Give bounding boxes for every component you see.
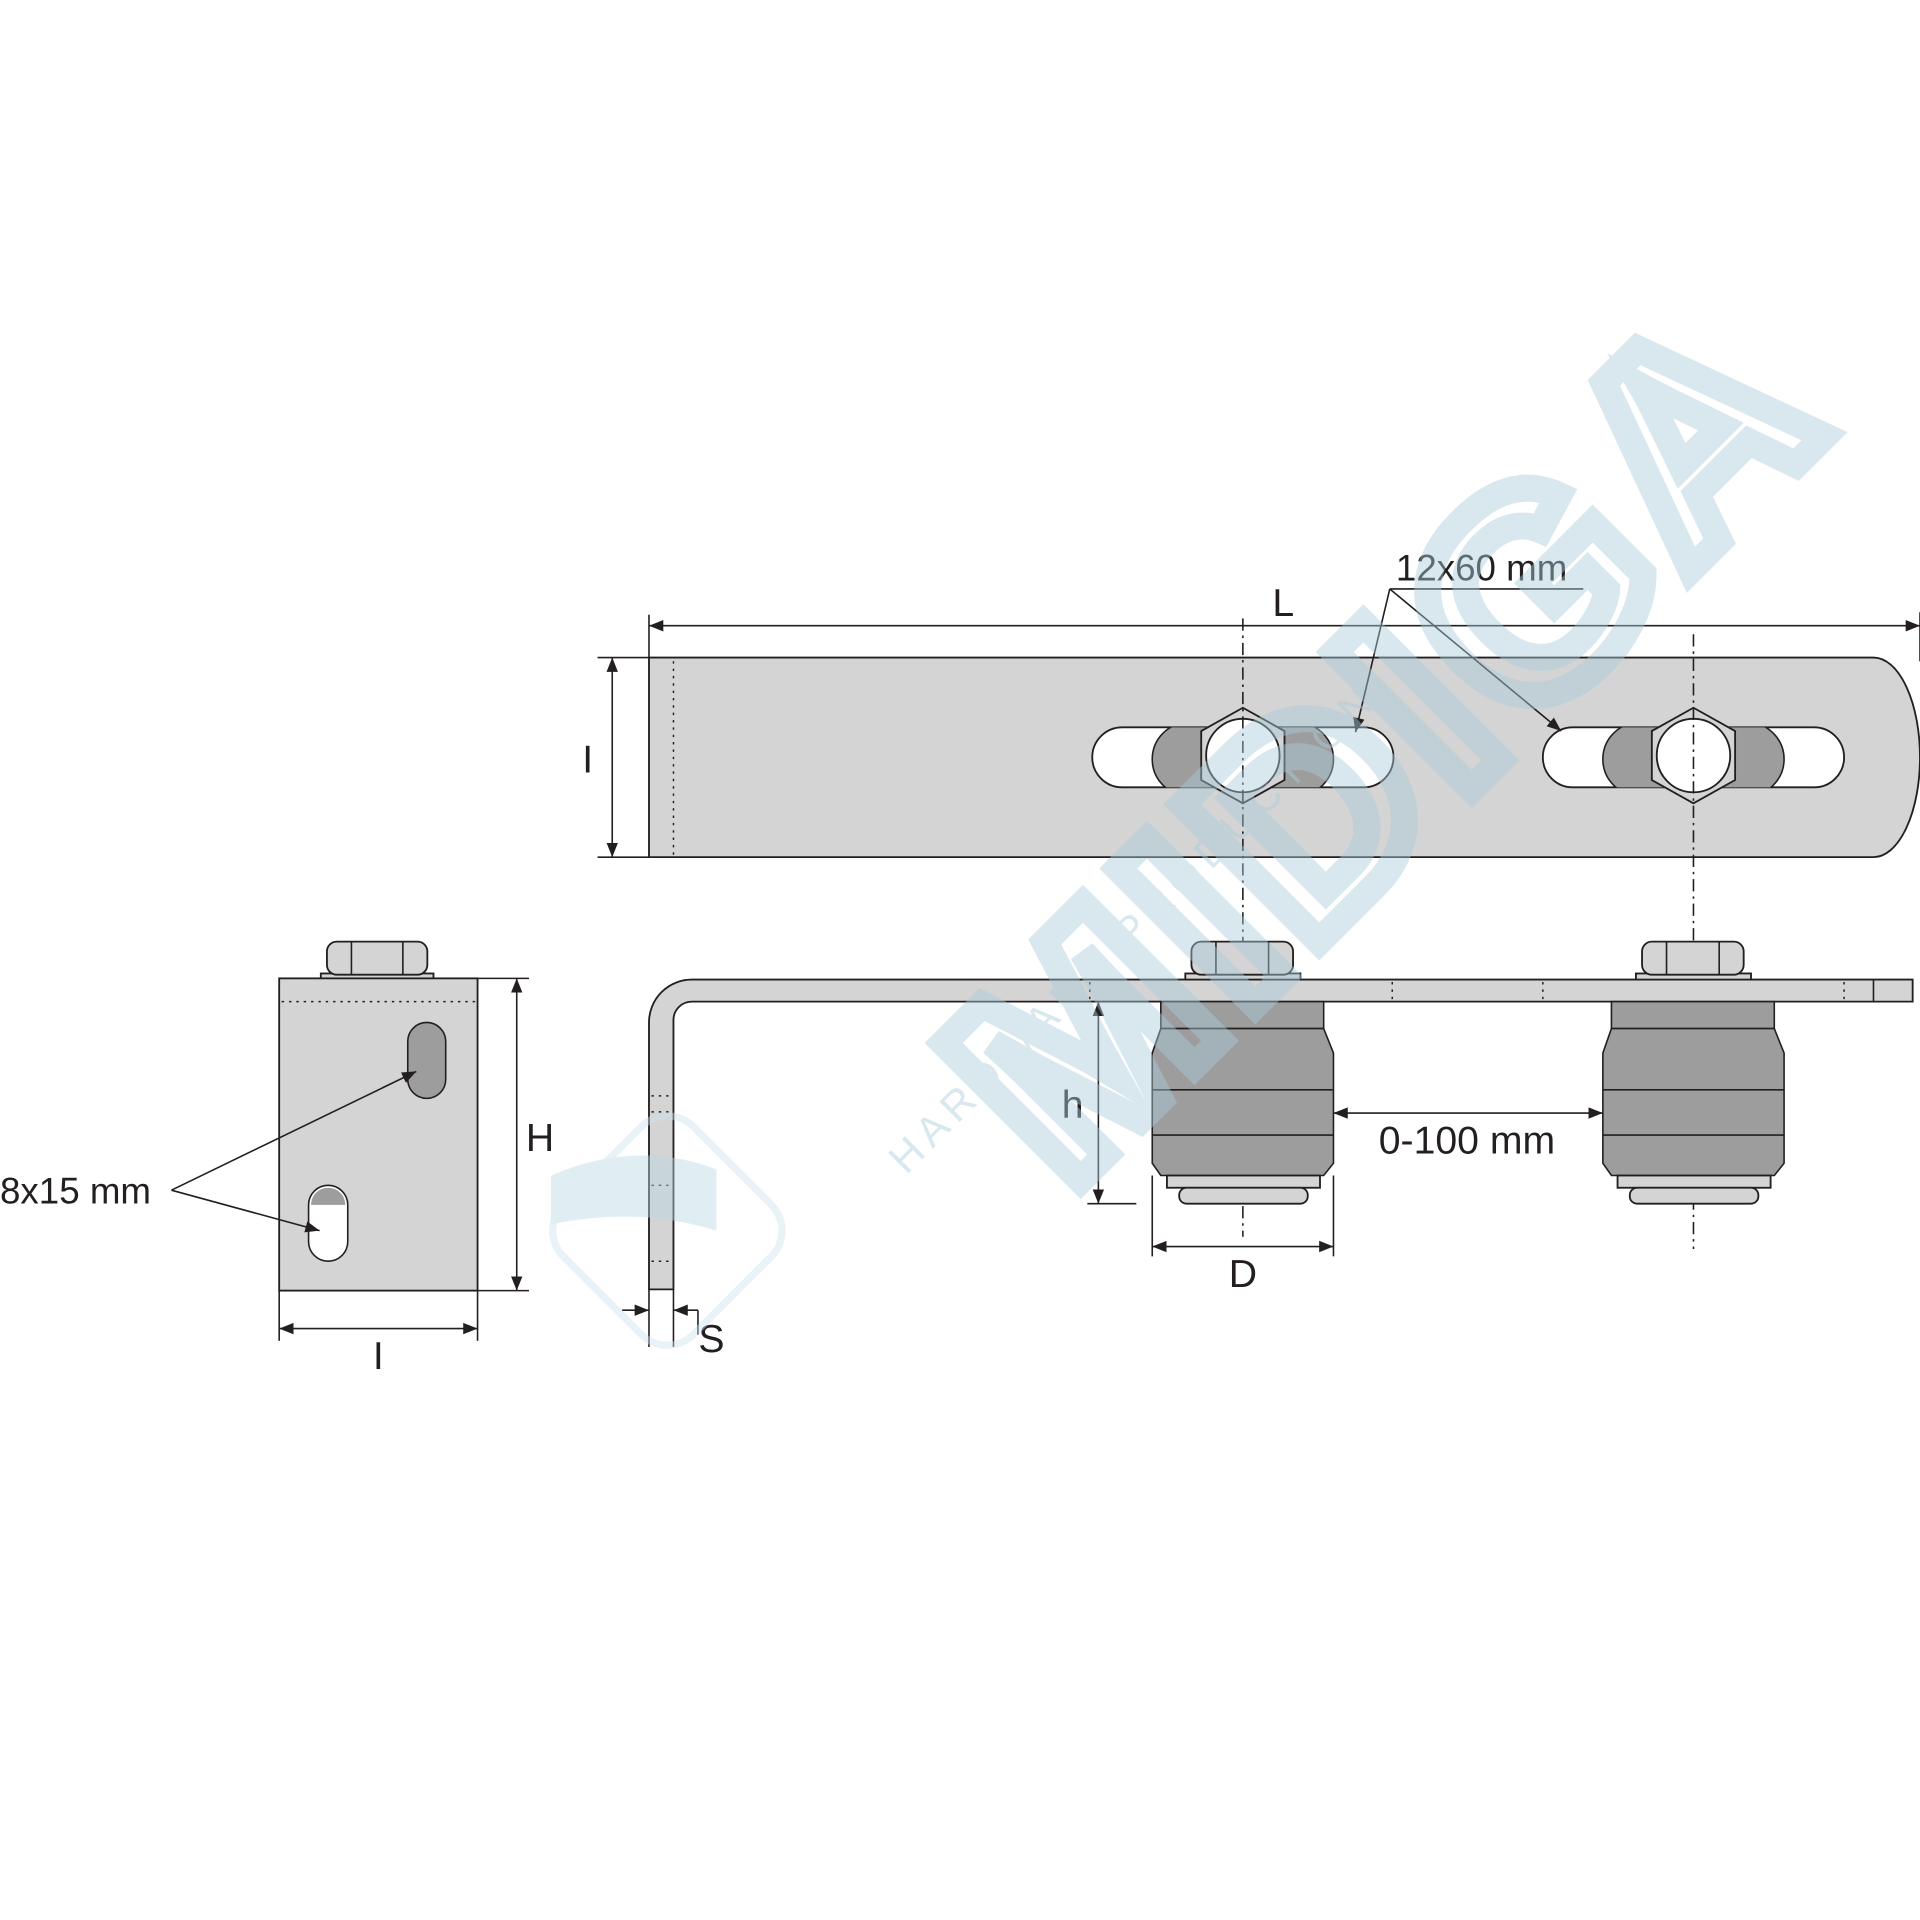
roller-right [1602,940,1785,1205]
height-label: H [526,1117,554,1160]
top-view: L I 12x60 mm [582,547,1920,1249]
end-view: H I 8x15 mm [0,940,554,1378]
length-dimension: L [648,582,1920,662]
slot-size-label: 12x60 mm [1396,547,1567,588]
thickness-label: S [698,1318,724,1361]
top-nut [326,940,429,976]
length-label: L [1272,582,1294,625]
bottom-nut [1628,1186,1760,1205]
small-slot-callout: 8x15 mm [0,1070,417,1233]
top-nut [1641,940,1745,976]
bottom-nut [1178,1186,1309,1205]
spacing-label: 0-100 mm [1379,1119,1555,1162]
height-dimension: H [477,977,554,1292]
width-label: I [582,739,593,782]
roller-height-label: h [1062,1084,1084,1127]
width-dimension: I [582,656,649,858]
thickness-dimension: S [622,1289,724,1361]
slot-upper [406,1021,447,1100]
slot-callout: 12x60 mm [1353,547,1584,733]
end-width-dimension: I [278,1290,479,1378]
top-nut [1190,940,1294,976]
slot-right [1541,706,1845,805]
roller-height-dimension: h [1062,1000,1161,1205]
small-slot-size-label: 8x15 mm [0,1171,151,1212]
diameter-dimension: D [1151,1175,1335,1296]
side-view: h 0-100 mm D S [622,940,1914,1361]
diameter-label: D [1229,1253,1257,1296]
roller-left [1151,940,1335,1205]
spacing-dimension: 0-100 mm [1333,1107,1603,1162]
slot-lower [307,1184,349,1263]
end-width-label: I [373,1335,384,1378]
